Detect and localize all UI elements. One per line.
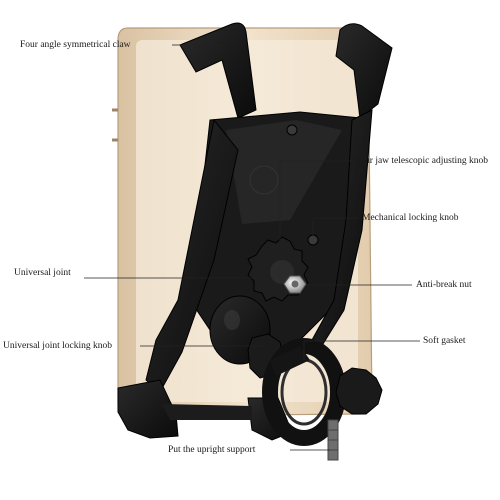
leader-lines [84, 44, 420, 451]
label-telescopic-knob: Four jaw telescopic adjusting knob [355, 156, 488, 166]
label-upright-support: Put the upright support [168, 445, 256, 455]
label-soft-gasket: Soft gasket [423, 336, 466, 346]
label-universal-joint: Universal joint [14, 268, 71, 278]
anti-break-nut [283, 275, 307, 294]
label-mech-knob: Mechanical locking knob [362, 213, 459, 223]
locking-screw [307, 234, 319, 246]
label-joint-locking-knob: Universal joint locking knob [3, 341, 112, 351]
clamp-knob [327, 367, 383, 461]
label-anti-break-nut: Anti-break nut [416, 280, 472, 290]
label-claw: Four angle symmetrical claw [20, 40, 131, 50]
